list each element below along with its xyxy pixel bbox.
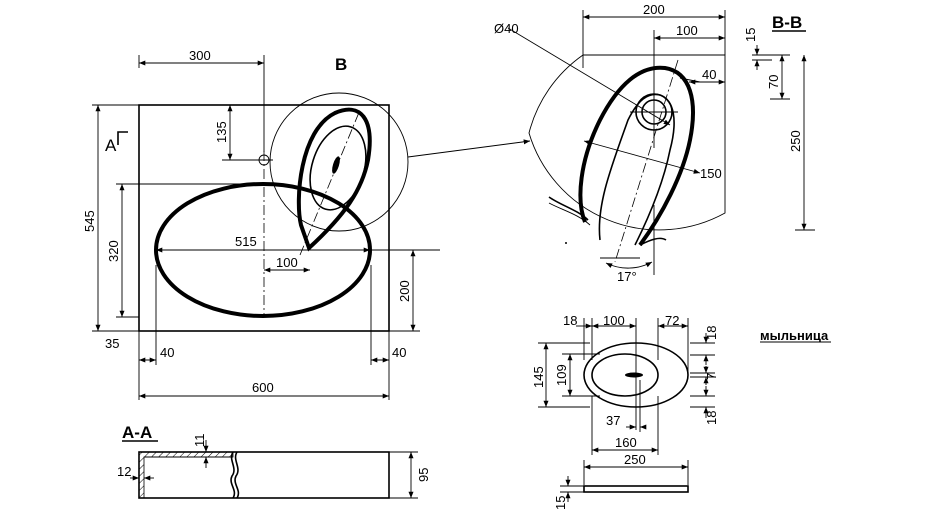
dim-dia40: Ø40 bbox=[494, 21, 519, 36]
dim-18-top-soap: 18 bbox=[704, 326, 719, 340]
dim-150-detail: 150 bbox=[700, 166, 722, 181]
dim-70-bb: 70 bbox=[766, 75, 781, 89]
soap-dish-shape bbox=[296, 107, 372, 252]
dim-320: 320 bbox=[106, 240, 121, 262]
section-bb-view: B-B 15 70 250 bbox=[743, 13, 815, 231]
dim-109-soap: 109 bbox=[554, 364, 569, 386]
dim-37-soap: 37 bbox=[606, 413, 620, 428]
dim-600: 600 bbox=[252, 380, 274, 395]
section-bb-label: B-B bbox=[772, 13, 802, 32]
dim-100-detail: 100 bbox=[676, 23, 698, 38]
dim-200-right: 200 bbox=[397, 280, 412, 302]
soap-dish-label: мыльница bbox=[760, 328, 829, 343]
dim-300: 300 bbox=[189, 48, 211, 63]
dim-250-soap: 250 bbox=[624, 452, 646, 467]
dim-72-soap: 72 bbox=[665, 313, 679, 328]
dim-15-bb: 15 bbox=[743, 28, 758, 42]
dim-18-bottom-soap: 18 bbox=[704, 411, 719, 425]
dim-18-left-soap: 18 bbox=[563, 313, 577, 328]
dim-100-soap: 100 bbox=[603, 313, 625, 328]
section-aa-label: A-A bbox=[122, 423, 152, 442]
dim-angle-17: 17° bbox=[617, 269, 637, 284]
section-aa-view: A-A 11 12 95 bbox=[117, 423, 431, 499]
dim-7-soap: 7 bbox=[704, 373, 719, 380]
dim-95-aa: 95 bbox=[416, 468, 431, 482]
dim-250-bb: 250 bbox=[788, 130, 803, 152]
detail-b-label: B bbox=[335, 55, 347, 74]
dim-200-detail: 200 bbox=[643, 2, 665, 17]
dim-515: 515 bbox=[235, 234, 257, 249]
detail-b-circle bbox=[269, 92, 409, 232]
section-a-label: A bbox=[105, 136, 117, 155]
dim-35: 35 bbox=[105, 336, 119, 351]
dim-40-left: 40 bbox=[160, 345, 174, 360]
dim-40-detail: 40 bbox=[702, 67, 716, 82]
dim-15-soap: 15 bbox=[553, 496, 568, 510]
dim-100-main: 100 bbox=[276, 255, 298, 270]
dim-40-right: 40 bbox=[392, 345, 406, 360]
dim-135: 135 bbox=[214, 121, 229, 143]
detail-b-enlarged: Ø40 200 100 40 150 17° bbox=[494, 2, 726, 284]
dim-12-aa: 12 bbox=[117, 464, 131, 479]
soap-dish-view: мыльница 18 100 72 18 7 18 bbox=[531, 313, 831, 510]
dim-11-aa: 11 bbox=[192, 434, 207, 448]
dim-545: 545 bbox=[82, 210, 97, 232]
dim-160-soap: 160 bbox=[615, 435, 637, 450]
dim-145-soap: 145 bbox=[531, 366, 546, 388]
main-top-view: 300 135 545 320 35 515 100 200 bbox=[82, 48, 531, 400]
